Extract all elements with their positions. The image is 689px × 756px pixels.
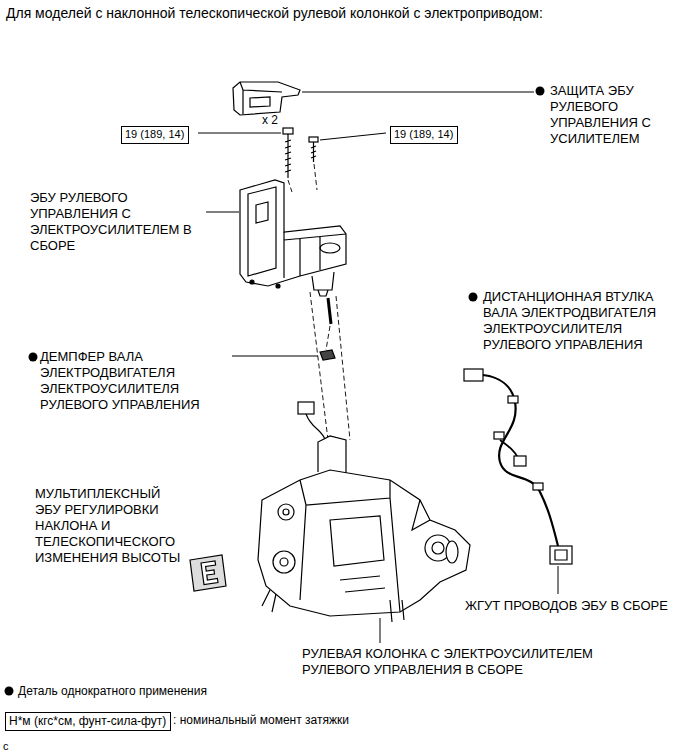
power-steering-ecu xyxy=(312,272,334,290)
ecu-protector xyxy=(250,97,270,107)
guide-line xyxy=(336,296,350,440)
power-steering-ecu xyxy=(284,232,346,278)
guide-line xyxy=(288,180,292,192)
guide-line xyxy=(314,164,317,190)
single-use-bullet xyxy=(5,687,14,696)
page-title: Для моделей с наклонной телескопической … xyxy=(6,5,543,21)
guide-line xyxy=(310,292,328,440)
power-steering-ecu xyxy=(240,180,346,296)
leader-line xyxy=(232,356,318,357)
quantity-note: x 2 xyxy=(262,112,278,128)
part-name: ДЕМПФЕР ВАЛА ЭЛЕКТРОДВИГАТЕЛЯ ЭЛЕКТРОУСИ… xyxy=(40,349,228,413)
steering-column-assembly xyxy=(306,414,326,442)
ecu-wire-harness xyxy=(550,546,572,564)
motor-shaft-spacer xyxy=(328,298,331,324)
part-name: ЖГУТ ПРОВОДОВ ЭБУ В СБОРЕ xyxy=(465,598,668,614)
guide-line xyxy=(326,326,330,350)
ecu-wire-harness xyxy=(483,375,558,546)
tilt-telescopic-ecu xyxy=(201,561,218,585)
steering-column-assembly xyxy=(298,402,314,414)
power-steering-ecu xyxy=(248,187,276,276)
ecu-wire-harness xyxy=(508,396,518,403)
ecu-wire-harness xyxy=(555,550,567,560)
power-steering-ecu xyxy=(276,284,280,288)
leader-line xyxy=(380,618,381,643)
bolt xyxy=(283,128,318,178)
steering-column-assembly xyxy=(273,551,295,573)
legend-torque-box: Н*м (кгс*см, фунт-сила-фут) xyxy=(5,712,171,731)
ecu-wire-harness xyxy=(494,432,504,439)
motor-shaft-damper xyxy=(320,350,335,360)
power-steering-ecu xyxy=(320,243,340,253)
steering-column-assembly xyxy=(446,541,458,563)
leader-line xyxy=(320,133,386,140)
leader-line xyxy=(198,133,281,134)
single-use-bullet xyxy=(469,293,478,302)
torque-value: 19 (189, 14) xyxy=(394,128,453,141)
steering-column-assembly xyxy=(330,516,384,566)
steering-column-assembly xyxy=(412,500,430,530)
figure-code: c xyxy=(3,738,9,754)
part-name: МУЛЬТИПЛЕКСНЫЙ ЭБУ РЕГУЛИРОВКИ НАКЛОНА И… xyxy=(35,486,185,566)
bolt xyxy=(285,134,291,178)
torque-box: 19 (189, 14) xyxy=(121,126,189,144)
steering-column-assembly xyxy=(280,558,288,566)
power-steering-ecu xyxy=(256,202,268,223)
steering-column-assembly xyxy=(262,590,276,612)
torque-box: 19 (189, 14) xyxy=(390,126,458,144)
single-use-bullet xyxy=(29,353,38,362)
part-name: ЭБУ РУЛЕВОГО УПРАВЛЕНИЯ С ЭЛЕКТРОУСИЛИТЕ… xyxy=(30,190,202,254)
ecu-protector xyxy=(240,82,282,114)
ecu-wire-harness xyxy=(533,483,543,490)
power-steering-ecu xyxy=(240,180,346,286)
steering-column-assembly xyxy=(283,509,289,515)
torque-value: 19 (189, 14) xyxy=(125,128,184,141)
steering-column-assembly xyxy=(258,402,470,622)
torque-value: Н*м (кгс*см, фунт-сила-фут) xyxy=(9,714,166,728)
tilt-telescopic-ecu xyxy=(190,555,226,591)
motor-shaft-damper xyxy=(320,350,335,360)
leader-line xyxy=(206,212,239,213)
single-use-bullet xyxy=(536,87,545,96)
leader-line xyxy=(302,92,534,93)
ecu-protector xyxy=(233,82,300,115)
steering-column-assembly xyxy=(390,600,404,622)
steering-column-assembly xyxy=(432,542,444,554)
ecu-wire-harness xyxy=(464,369,483,381)
ecu-protector xyxy=(233,82,300,115)
motor-shaft-spacer xyxy=(328,298,331,324)
guide-line xyxy=(288,164,350,440)
tilt-telescopic-ecu xyxy=(190,555,226,591)
bolt xyxy=(311,142,316,162)
steering-column-assembly xyxy=(278,504,294,520)
part-name: ЗАЩИТА ЭБУ РУЛЕВОГО УПРАВЛЕНИЯ С УСИЛИТЕ… xyxy=(550,83,662,147)
legend-text: : номинальный момент затяжки xyxy=(173,712,349,728)
steering-column-assembly xyxy=(318,436,346,474)
steering-column-assembly xyxy=(340,576,385,592)
bolt xyxy=(283,128,293,134)
power-steering-ecu xyxy=(318,290,328,296)
single-use-bullet xyxy=(5,87,545,696)
leader-line xyxy=(198,92,558,643)
part-name: ДИСТАНЦИОННАЯ ВТУЛКА ВАЛА ЭЛЕКТРОДВИГАТЕ… xyxy=(483,289,679,353)
bolt xyxy=(309,137,318,142)
ecu-wire-harness xyxy=(464,369,572,564)
power-steering-ecu xyxy=(250,280,254,284)
ecu-wire-harness xyxy=(514,456,526,466)
steering-column-assembly xyxy=(258,470,470,616)
steering-column-assembly xyxy=(300,480,400,612)
legend-text: Деталь однократного применения xyxy=(18,683,207,699)
ecu-wire-harness xyxy=(500,440,518,458)
part-name: РУЛЕВАЯ КОЛОНКА С ЭЛЕКТРОУСИЛИТЕЛЕМ РУЛЕ… xyxy=(302,646,634,678)
leader-line xyxy=(558,566,559,594)
